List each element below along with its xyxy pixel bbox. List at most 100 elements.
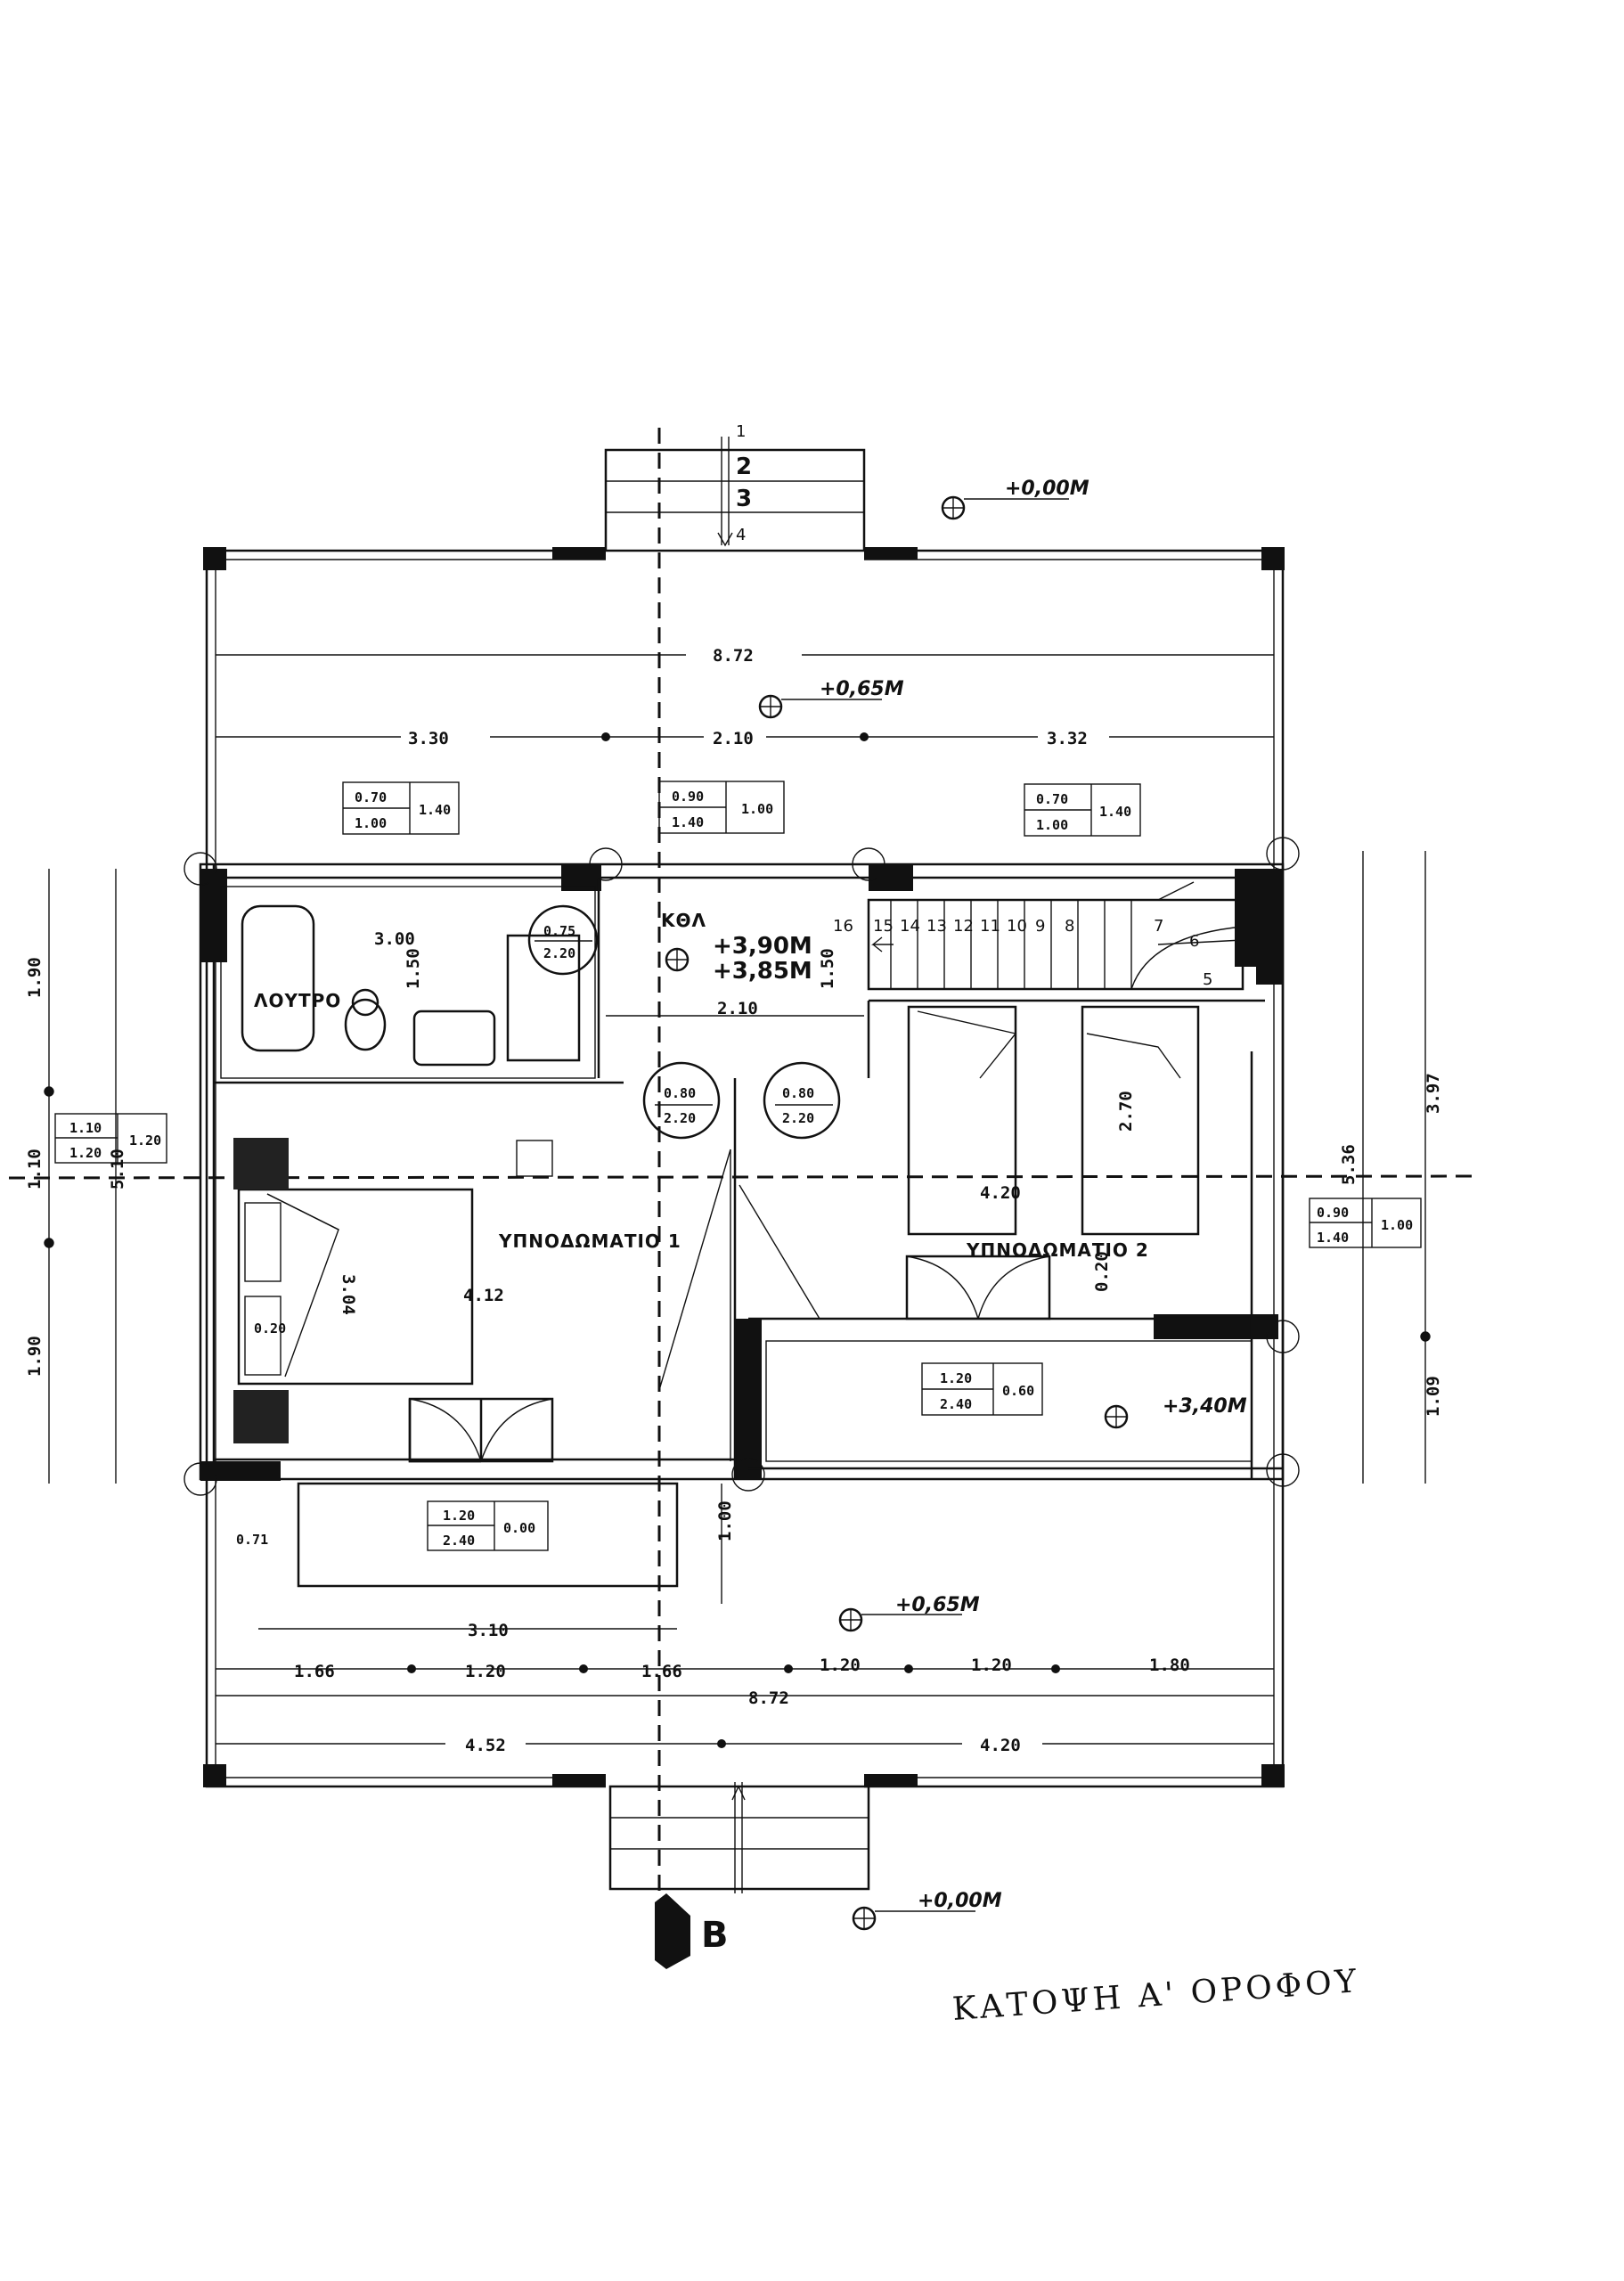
window-spec-box: [342, 781, 460, 835]
dimension-label: 1.90: [25, 957, 45, 998]
dimension-label: 2.10: [713, 729, 754, 748]
window-box-value: 1.20: [69, 1145, 102, 1161]
window-box-value: 0.70: [355, 789, 387, 805]
door-box-value: 2.20: [543, 945, 575, 961]
door-box-value: 0.75: [543, 923, 575, 939]
window-box-value: 1.20: [443, 1508, 475, 1524]
window-box-value: 1.40: [1317, 1230, 1349, 1246]
stair-step-number: 6: [1189, 932, 1199, 951]
bedroom-2-furniture: [739, 1005, 1200, 1320]
drawing-title: ΚΑΤΟΨΗ Α' ΟΡΟΦΟΥ: [951, 1963, 1361, 2028]
dimension-label: 4.52: [465, 1736, 506, 1755]
stair-step-number: 10: [1007, 917, 1027, 936]
window-spec-box: [1024, 783, 1141, 837]
window-box-value: 0.00: [503, 1520, 535, 1536]
dimension-label: 4.12: [463, 1286, 504, 1305]
dimension-label: 4.20: [980, 1183, 1021, 1203]
dimension-label: 1.10: [25, 1149, 45, 1190]
level-label: +0,00M: [918, 1890, 1002, 1912]
window-box-value: 1.40: [1099, 804, 1131, 820]
dimension-label: 4.20: [980, 1736, 1021, 1755]
dimension-label: 2.10: [717, 999, 758, 1018]
entrance-steps-bottom: [608, 1782, 870, 1893]
dimension-label: 8.72: [748, 1688, 789, 1708]
dimension-label: 1.90: [25, 1336, 45, 1377]
left-dimension-lines: [44, 869, 117, 1484]
door-spec-circle: [763, 1061, 841, 1140]
stair-step-number: 11: [980, 917, 1000, 936]
level-label: +0,65M: [895, 1594, 980, 1616]
door-box-value: 2.20: [664, 1110, 696, 1126]
dimension-label: 2.70: [1116, 1091, 1136, 1132]
dimension-label: 1.50: [404, 948, 423, 989]
window-spec-box: [427, 1500, 549, 1551]
dimension-label: 1.66: [294, 1662, 335, 1681]
dimension-label: 1.50: [818, 948, 837, 989]
step-number: 2: [736, 454, 752, 480]
right-dimension-lines: [1362, 851, 1431, 1484]
dimension-label: 3.10: [468, 1621, 509, 1640]
window-box-value: 1.20: [940, 1370, 972, 1386]
dimension-label: 1.20: [465, 1662, 506, 1681]
step-number: 1: [736, 422, 746, 441]
dimension-tick: [407, 1664, 1060, 1673]
dimension-label: 5.10: [108, 1149, 127, 1190]
stair-step-number: 13: [926, 917, 947, 936]
stair-step-number: 12: [953, 917, 974, 936]
stair-step-number: 5: [1203, 970, 1212, 989]
window-box-value: 1.00: [1381, 1217, 1413, 1233]
window-box-value: 0.90: [1317, 1205, 1349, 1221]
dimension-label: 3.04: [339, 1274, 358, 1315]
level-marker-icon: [1104, 1404, 1129, 1429]
level-marker-icon: [838, 1607, 962, 1632]
stair-step-number: 14: [900, 917, 920, 936]
dimension-label: 0.71: [236, 1532, 268, 1548]
grid-circle: [184, 837, 1300, 1496]
dimension-label: 1.66: [641, 1662, 682, 1681]
window-box-value: 2.40: [940, 1396, 972, 1412]
window-box-value: 1.40: [672, 814, 704, 830]
room-label-wc: ΚΘΛ: [661, 910, 706, 931]
stair-step-number: 16: [833, 917, 853, 936]
step-number: 3: [736, 486, 752, 512]
window-box-value: 1.00: [741, 801, 773, 817]
window-spec-box: [1309, 1198, 1422, 1248]
room-label-bathroom: ΛΟΥΤΡΟ: [254, 990, 341, 1011]
stair-step-number: 15: [873, 917, 894, 936]
level-label: +0,00M: [1005, 478, 1089, 500]
dimension-label: 3.30: [408, 729, 449, 748]
door-spec-circle: [527, 904, 599, 976]
dimension-label: 0.20: [254, 1320, 286, 1337]
room-label-bedroom-2: ΥΠΝΟΔΩΜΑΤΙΟ 2: [966, 1239, 1149, 1261]
level-marker-icon: [665, 947, 690, 972]
room-label-bedroom-1: ΥΠΝΟΔΩΜΑΤΙΟ 1: [498, 1230, 681, 1252]
level-marker-icon: [941, 495, 1069, 520]
section-marker-label: B: [701, 1915, 729, 1956]
window-box-value: 0.60: [1002, 1383, 1034, 1399]
level-marker-icon: [852, 1906, 975, 1931]
level-label: +3,85M: [713, 958, 812, 985]
dimension-label: 0.20: [1092, 1251, 1112, 1292]
outer-outline: [203, 547, 1285, 1788]
window-box-value: 0.70: [1036, 791, 1068, 807]
dimension-label: 1.09: [1424, 1376, 1443, 1417]
dimension-label: 1.20: [971, 1656, 1012, 1675]
door-box-value: 0.80: [782, 1085, 814, 1101]
bathroom-fixtures: [220, 886, 596, 1079]
dimension-label: 3.32: [1047, 729, 1088, 748]
window-spec-box: [54, 1113, 167, 1164]
window-spec-box: [658, 781, 785, 834]
dimension-label: 3.97: [1424, 1073, 1443, 1114]
stair-step-number: 7: [1154, 917, 1163, 936]
step-number: 4: [736, 526, 746, 544]
door-box-value: 0.80: [664, 1085, 696, 1101]
building-walls: [199, 863, 1285, 1481]
section-marker-icon: [655, 1893, 690, 1969]
dimension-label: 1.20: [820, 1656, 861, 1675]
level-label: +3,90M: [713, 933, 812, 960]
level-marker-icon: [758, 694, 882, 719]
window-box-value: 1.00: [355, 815, 387, 831]
window-box-value: 1.20: [129, 1132, 161, 1149]
entrance-steps-top: [604, 437, 866, 552]
